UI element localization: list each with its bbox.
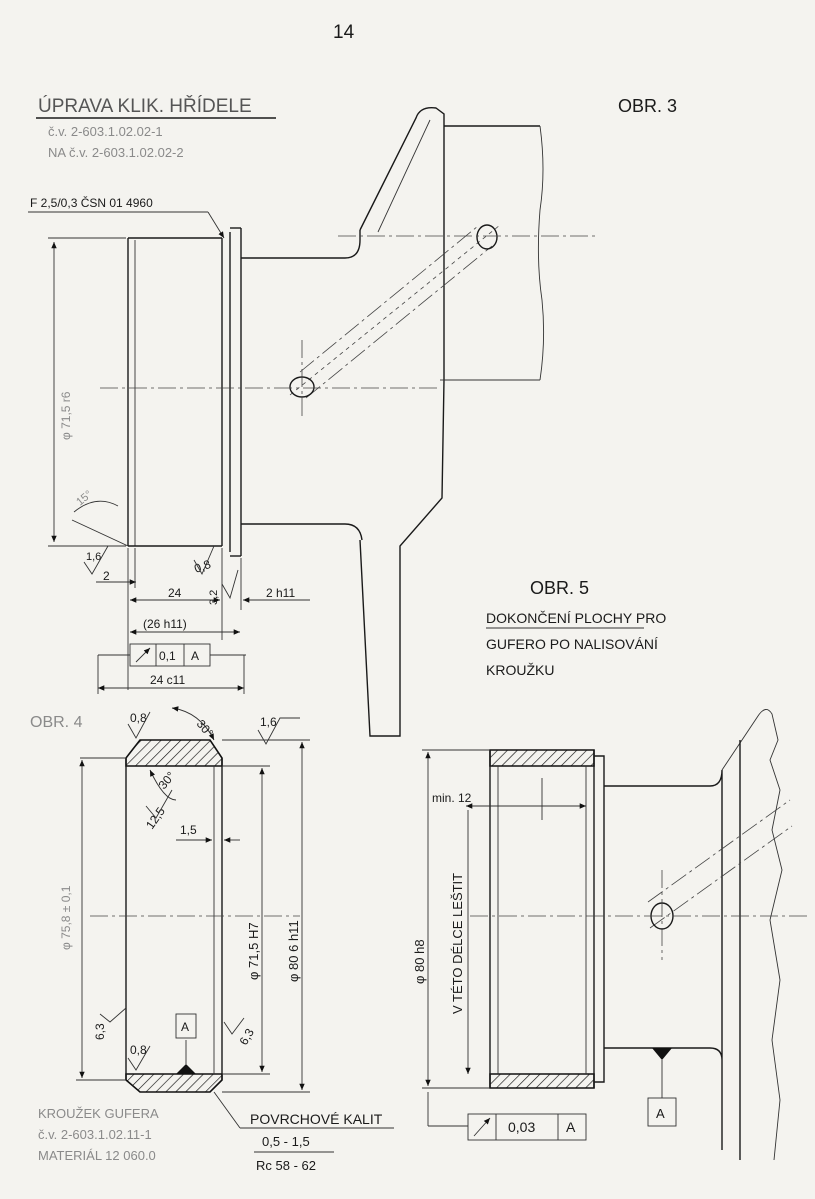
fig3-label: OBR. 3 [618, 96, 677, 116]
fig4-datum: A [181, 1020, 189, 1034]
fig5-assembly: A [470, 709, 810, 1161]
fig5-neck [604, 769, 723, 1061]
fig5-ring-top [489, 749, 595, 767]
fig3-web [359, 107, 445, 737]
fig4-note-leader [213, 1091, 241, 1129]
fig3-chamfer-line [71, 519, 129, 547]
fig4-rough-08-bottom-sym [127, 1045, 151, 1071]
fig3-dim-24: 24 [168, 586, 182, 600]
fig5-dim-diameter: φ 80 h8 [412, 939, 427, 984]
fig3-rough-08: 0,8 [192, 557, 213, 576]
fig4-rough-63-left-sym [99, 1007, 127, 1023]
fig3-neck-bottom [241, 523, 363, 541]
fig3-neck-top [241, 230, 361, 259]
fig4-dim-15: 1,5 [180, 823, 197, 837]
fig5-collar [594, 755, 605, 1083]
fig4-label: OBR. 4 [30, 714, 83, 731]
fig3-oil-hole-a [299, 225, 479, 373]
fig4-dim-outer-left: φ 75,8 ± 0,1 [59, 885, 73, 950]
title-line1: č.v. 2-603.1.02.02-1 [48, 124, 163, 139]
fig4-arc-30-top [171, 706, 215, 741]
fig4-material: MATERIÁL 12 060.0 [38, 1148, 156, 1163]
fig4-rough-08-top-sym [127, 711, 151, 739]
title-block: ÚPRAVA KLIK. HŘÍDELE č.v. 2-603.1.02.02-… [36, 95, 276, 160]
fig3-rough-32: 3,2 [208, 590, 220, 605]
fig5-tol-value: 0,03 [508, 1119, 535, 1135]
fig4-part-name: KROUŽEK GUFERA [38, 1106, 159, 1121]
fig4-dim-outer: φ 80 6 h11 [286, 920, 301, 982]
fig5-label: OBR. 5 [530, 578, 589, 598]
fig5-oil-hole-a [647, 799, 791, 903]
fig5-dim-min12: min. 12 [432, 791, 472, 805]
fig3-tol-arrow-sym [135, 647, 151, 663]
fig4-note-hardness: Rc 58 - 62 [256, 1158, 316, 1173]
fig3-dim-2: 2 [103, 569, 110, 583]
fig4-note-depth: 0,5 - 1,5 [262, 1134, 310, 1149]
fig4-rough-16-sym [257, 717, 300, 745]
fig3-dim-26h11: (26 h11) [143, 617, 187, 631]
fig3-oil-hole-c [289, 224, 501, 396]
fig3-oil-hole-b [305, 245, 493, 399]
fig4-rough-08-top: 0,8 [130, 711, 147, 725]
fig4-dim-bore: φ 71,5 H7 [246, 922, 261, 980]
fig4-note-harden: POVRCHOVÉ KALIT [250, 1111, 383, 1127]
fig5-dimensions: φ 80 h8 V TÉTO DÉLCE LEŠTIT min. 12 0,03… [412, 749, 587, 1141]
fig4-arc-30-inner [149, 769, 177, 801]
fig5-datum: A [656, 1106, 665, 1121]
fig5-web [721, 709, 783, 1161]
fig5-oil-hole-b [649, 825, 793, 929]
fig4-top-section [125, 739, 223, 767]
fig4-rough-63-left: 6,3 [93, 1023, 107, 1040]
fig4-weld-mark [176, 1064, 196, 1074]
title-line2: NA č.v. 2-603.1.02.02-2 [48, 145, 184, 160]
fig5-ring-bottom [489, 1073, 595, 1089]
fig3-oil-hole-end [476, 224, 498, 250]
fig4-rough-125-sym [145, 789, 173, 819]
fig3-rough-1-sym [83, 545, 109, 575]
fig3-rough-1: 1,6 [86, 551, 101, 563]
fig4-datum-box [175, 1013, 197, 1039]
fig3-web-inner [377, 119, 431, 233]
fig4-ring: A [90, 739, 300, 1093]
fig3-dimensions: F 2,5/0,3 ČSN 01 4960 φ 71,5 r6 15° 1,6 … [28, 195, 310, 694]
fig5-weld-mark [652, 1048, 672, 1060]
fig5-tol-datum: A [566, 1119, 576, 1135]
title-main: ÚPRAVA KLIK. HŘÍDELE [38, 95, 252, 117]
fig5-polish-note: V TÉTO DÉLCE LEŠTIT [450, 873, 465, 1014]
fig4-part-number: č.v. 2-603.1.02.11-1 [38, 1127, 152, 1142]
fig5-desc-line1: DOKONČENÍ PLOCHY PRO [486, 610, 666, 626]
fig3-callout: F 2,5/0,3 ČSN 01 4960 [30, 195, 153, 210]
fig3-dim-diameter: φ 71,5 r6 [59, 391, 73, 440]
fig3-rough-08-sym [193, 545, 215, 576]
fig4-angle-30-inner: 30° [156, 769, 179, 792]
fig4-rough-16: 1,6 [260, 715, 277, 729]
fig4-rough-63-right-sym [223, 1017, 245, 1035]
fig3-shaft [100, 107, 595, 737]
page-number: 14 [333, 22, 355, 43]
fig4-rough-63-right: 6,3 [236, 1026, 257, 1048]
fig5-datum-box [647, 1097, 677, 1127]
fig4-dimensions: 0,8 30° 1,6 30° 12,5 1,5 φ 75,8 ± 0,1 φ … [38, 706, 394, 1173]
fig3-dim-2h11: 2 h11 [266, 586, 295, 600]
fig3-angle-arc [73, 500, 119, 513]
fig5-desc-line2: GUFERO PO NALISOVÁNÍ [486, 636, 658, 652]
fig3-tol-datum: A [191, 649, 199, 663]
fig4-rough-08-bottom: 0,8 [130, 1043, 147, 1057]
fig5-desc-line3: KROUŽKU [486, 662, 554, 678]
fig4-bottom-section [125, 1073, 223, 1093]
fig3-dim-angle: 15° [74, 488, 94, 508]
fig3-callout-arrow [207, 211, 225, 239]
fig5-tol-frame [467, 1113, 587, 1141]
fig4-angle-30-top: 30° [194, 717, 217, 740]
fig5-caption: OBR. 5 DOKONČENÍ PLOCHY PRO GUFERO PO NA… [486, 578, 666, 678]
fig3-rough-32-sym [221, 569, 239, 600]
fig5-tol-arrow-sym [473, 1117, 491, 1137]
fig3-break [537, 125, 545, 381]
fig3-tol-value: 0,1 [159, 649, 176, 663]
fig3-dim-24c11: 24 c11 [150, 673, 185, 687]
